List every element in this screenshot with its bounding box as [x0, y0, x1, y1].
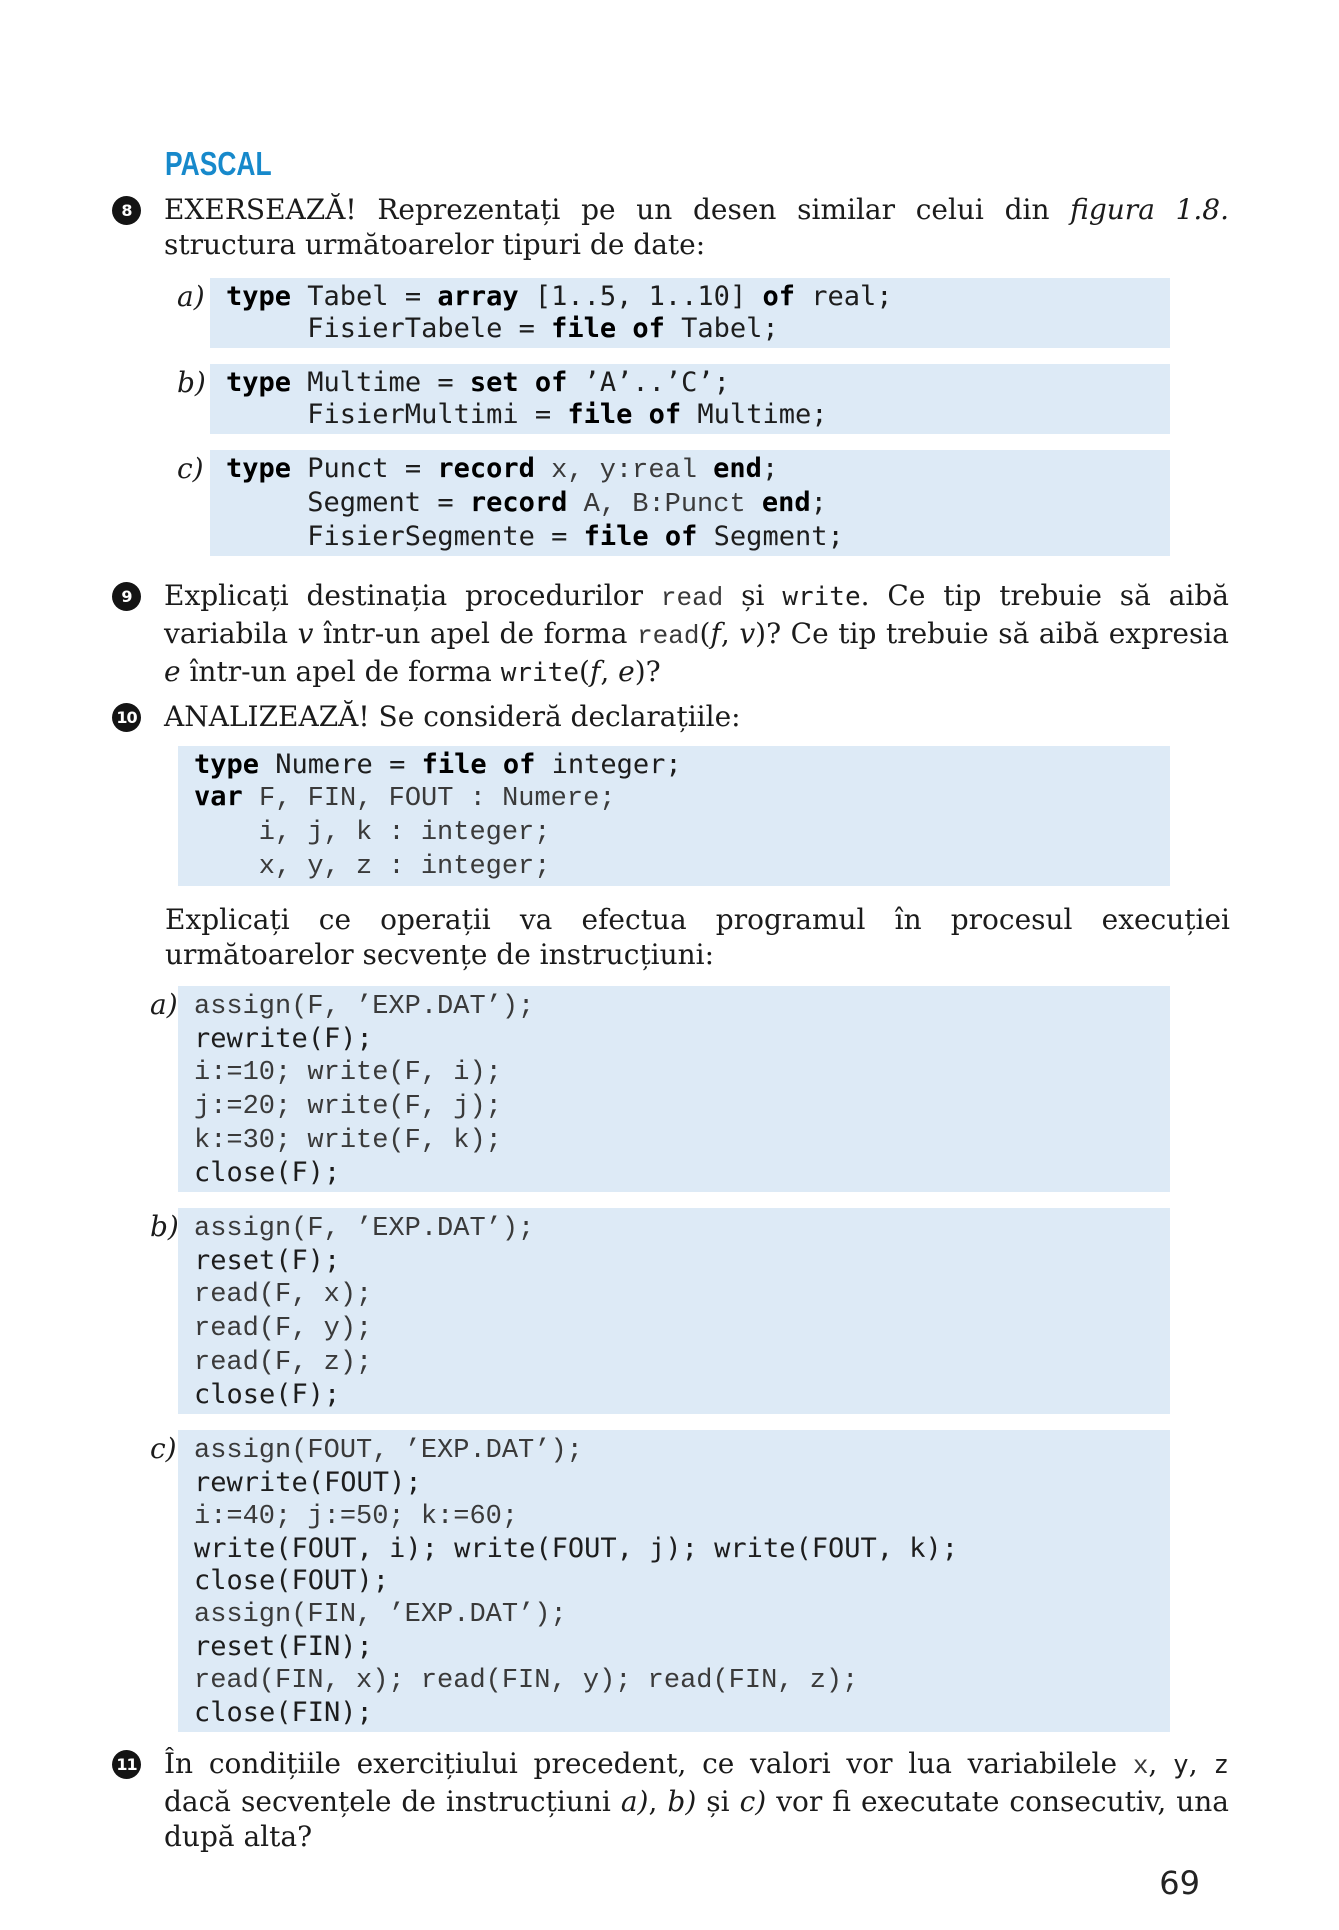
code-line: rewrite(FOUT); — [194, 1467, 422, 1498]
code-line: assign(F, ’EXP.DAT’); — [194, 992, 535, 1022]
code-line: read(F, x); — [194, 1280, 373, 1310]
code-line: type Multime = set of ’A’..’C’; — [226, 367, 730, 398]
code-row-8c: c) type Punct = record x, y:real end; Se… — [177, 450, 1230, 556]
code-line: reset(FIN); — [194, 1631, 373, 1662]
code-row-10b: b) assign(F, ’EXP.DAT’);reset(F); read(F,… — [150, 1208, 1230, 1414]
code-line: x, y, z : integer; — [194, 852, 551, 882]
exercise-item-11: 11 În condițiile exercițiului precedent,… — [112, 1746, 1230, 1854]
item-8-number-badge: 8 — [112, 196, 141, 225]
code-row-10a: a) assign(F, ’EXP.DAT’);rewrite(F); i:=10… — [150, 986, 1230, 1192]
code-line: reset(F); — [194, 1245, 341, 1276]
code-line: read(F, z); — [194, 1348, 373, 1378]
pascal-code-block-10c: assign(FOUT, ’EXP.DAT’);rewrite(FOUT); i:… — [178, 1430, 1170, 1732]
code-line: type Numere = file of integer; — [194, 749, 682, 780]
code-line: FisierMultimi = file of Multime; — [226, 399, 828, 430]
code-line: close(FIN); — [194, 1697, 373, 1728]
exercise-item-9: 9 Explicați destinația procedurilor read… — [112, 578, 1230, 691]
exercise-10-text: ANALIZEAZĂ! Se consideră declarațiile: — [164, 700, 741, 733]
pascal-section-heading: PASCAL — [165, 145, 272, 182]
exercise-item-8: 8 EXERSEAZĂ! Reprezentați pe un desen si… — [112, 192, 1230, 262]
code-line: type Tabel = array [1..5, 1..10] of real… — [226, 281, 893, 312]
exercise-9-text: Explicați destinația procedurilor read ș… — [164, 579, 1229, 688]
code-row-8b: b) type Multime = set of ’A’..’C’; Fisie… — [177, 364, 1230, 434]
code-line: read(FIN, x); read(FIN, y); read(FIN, z)… — [194, 1666, 859, 1696]
code-line: type Punct = record x, y:real end; — [226, 453, 779, 486]
code-line: close(FOUT); — [194, 1565, 390, 1596]
code-line: assign(FIN, ’EXP.DAT’); — [194, 1600, 567, 1630]
code-line: i:=40; j:=50; k:=60; — [194, 1502, 519, 1532]
sublist-label-10b: b) — [150, 1210, 179, 1243]
sublist-label-8c: c) — [177, 452, 204, 485]
exercise-item-10: 10 ANALIZEAZĂ! Se consideră declarațiile… — [112, 699, 1230, 734]
code-line: read(F, y); — [194, 1314, 373, 1344]
sublist-label-8b: b) — [177, 366, 206, 399]
item-10-number-badge: 10 — [112, 703, 141, 732]
code-line: j:=20; write(F, j); — [194, 1092, 502, 1122]
code-row-10c: c) assign(FOUT, ’EXP.DAT’);rewrite(FOUT)… — [150, 1430, 1230, 1732]
pascal-code-block-10b: assign(F, ’EXP.DAT’);reset(F); read(F, x)… — [178, 1208, 1170, 1414]
pascal-code-block-10a: assign(F, ’EXP.DAT’);rewrite(F); i:=10; w… — [178, 986, 1170, 1192]
code-line: k:=30; write(F, k); — [194, 1126, 502, 1156]
code-line: close(F); — [194, 1157, 341, 1188]
code-row-8a: a) type Tabel = array [1..5, 1..10] of r… — [177, 278, 1230, 348]
pascal-code-block-declarations: type Numere = file of integer;var F, FIN… — [178, 746, 1170, 886]
code-line: assign(FOUT, ’EXP.DAT’); — [194, 1436, 583, 1466]
code-line: i:=10; write(F, i); — [194, 1058, 502, 1088]
code-line: i, j, k : integer; — [194, 818, 551, 848]
code-line: var F, FIN, FOUT : Numere; — [194, 781, 616, 814]
item-11-number-badge: 11 — [112, 1750, 141, 1779]
pascal-code-block-8a: type Tabel = array [1..5, 1..10] of real… — [210, 278, 1170, 348]
code-line: FisierSegmente = file of Segment; — [226, 521, 844, 552]
code-line: rewrite(F); — [194, 1023, 373, 1054]
sublist-label-8a: a) — [177, 280, 205, 313]
pascal-code-block-8b: type Multime = set of ’A’..’C’; FisierMu… — [210, 364, 1170, 434]
exercise-8-text: EXERSEAZĂ! Reprezentați pe un desen simi… — [164, 193, 1229, 261]
pascal-code-block-8c: type Punct = record x, y:real end; Segme… — [210, 450, 1170, 556]
sublist-label-10c: c) — [150, 1432, 177, 1465]
code-row-declarations: type Numere = file of integer;var F, FIN… — [178, 746, 1230, 886]
item-9-number-badge: 9 — [112, 582, 141, 611]
page-number: 69 — [1159, 1864, 1200, 1902]
sublist-label-10a: a) — [150, 988, 178, 1021]
code-line: assign(F, ’EXP.DAT’); — [194, 1214, 535, 1244]
exercise-10-continuation-text: Explicați ce operații va efectua program… — [165, 903, 1230, 971]
code-line: Segment = record A, B:Punct end; — [226, 487, 827, 520]
code-line: close(F); — [194, 1379, 341, 1410]
code-line: FisierTabele = file of Tabel; — [226, 313, 779, 344]
code-line: write(FOUT, i); write(FOUT, j); write(FO… — [194, 1533, 959, 1564]
exercise-11-text: În condițiile exercițiului precedent, ce… — [164, 1747, 1230, 1853]
